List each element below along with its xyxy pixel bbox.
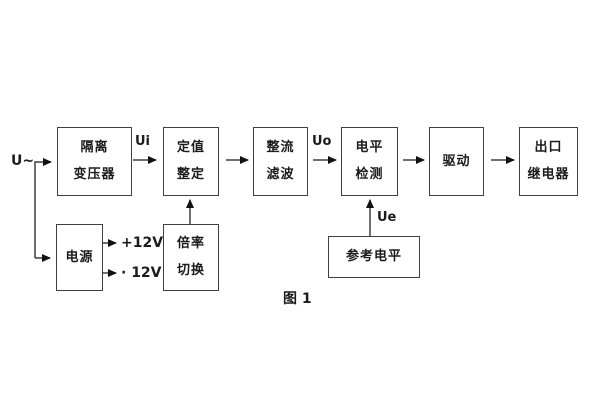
block-label: 定值 [176, 140, 205, 156]
block-output-relay: 出口 继电器 [519, 127, 578, 196]
block-ratio-switch: 倍率 切换 [163, 224, 219, 291]
block-label: 电源 [65, 249, 94, 265]
block-level-detection: 电平 检测 [341, 127, 398, 196]
block-label: 整定 [176, 167, 205, 182]
block-power-supply: 电源 [56, 224, 103, 291]
block-value-setting: 定值 整定 [163, 127, 219, 196]
block-label: 参考电平 [345, 249, 402, 265]
figure-caption: 图 1 [283, 291, 312, 307]
label-ui: Ui [135, 134, 151, 149]
block-label: 切换 [176, 263, 205, 278]
label-ue: Ue [377, 210, 397, 225]
block-label: 继电器 [527, 167, 570, 182]
block-drive: 驱动 [429, 127, 484, 196]
block-isolation-transformer: 隔离 变压器 [57, 127, 132, 196]
block-rectifier-filter: 整流 滤波 [253, 127, 308, 196]
label-minus-12v: · 12V [121, 265, 162, 281]
label-uo: Uo [312, 134, 332, 149]
block-label: 滤波 [266, 167, 295, 182]
block-label: 驱动 [442, 153, 471, 169]
block-label: 变压器 [73, 167, 116, 182]
block-label: 电平 [355, 140, 384, 156]
label-input-voltage: U~ [11, 153, 35, 169]
block-reference-level: 参考电平 [328, 236, 420, 278]
block-label: 出口 [534, 140, 563, 156]
label-plus-12v: +12V [121, 235, 164, 251]
block-label: 倍率 [176, 236, 205, 252]
block-label: 隔离 [80, 140, 109, 156]
block-label: 检测 [355, 167, 384, 182]
block-label: 整流 [266, 140, 295, 156]
